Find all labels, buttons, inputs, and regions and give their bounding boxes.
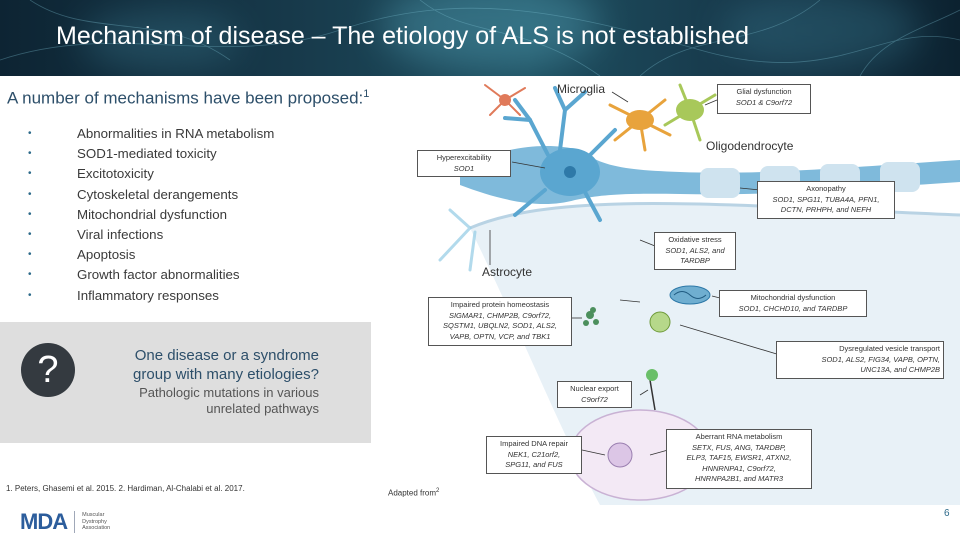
list-item: Viral infections bbox=[28, 225, 274, 245]
slide-header: Mechanism of disease – The etiology of A… bbox=[0, 0, 960, 76]
box-genes: SOD1, SPG11, TUBA4A, PFN1, bbox=[772, 194, 880, 204]
microglia-cells bbox=[484, 84, 672, 152]
oligodendrocyte-label: Oligodendrocyte bbox=[706, 139, 794, 153]
adapted-text: Adapted from bbox=[388, 488, 437, 498]
logo-assoc-line: Muscular bbox=[82, 512, 105, 519]
box-genes: SQSTM1, UBQLN2, SOD1, ALS2, bbox=[443, 321, 557, 330]
mechanism-list: Abnormalities in RNA metabolism SOD1-med… bbox=[28, 124, 274, 306]
list-item: Mitochondrial dysfunction bbox=[28, 205, 274, 225]
question-subtext: Pathologic mutations in various unrelate… bbox=[139, 385, 319, 417]
transport-motor bbox=[646, 369, 658, 411]
list-item: Growth factor abnormalities bbox=[28, 265, 274, 285]
subtitle-text: A number of mechanisms have been propose… bbox=[7, 88, 364, 108]
question-subtext-line: Pathologic mutations in various bbox=[139, 385, 319, 400]
box-genes: SOD1, ALS2, and bbox=[665, 245, 725, 255]
page-number: 6 bbox=[944, 508, 950, 519]
oligodendrocyte-cells bbox=[663, 83, 717, 142]
logo-assoc-line: Association bbox=[82, 525, 111, 532]
mitochondrial-dysfunction-box: Mitochondrial dysfunction SOD1, CHCHD10,… bbox=[719, 290, 867, 317]
logo-association: Muscular Dystrophy Association bbox=[82, 512, 110, 532]
subtitle-footnote: 1 bbox=[363, 88, 370, 100]
box-title: Oxidative stress bbox=[668, 235, 722, 244]
box-genes: SIGMAR1, CHMP2B, C9orf72, bbox=[448, 310, 552, 320]
mda-logo: MDA Muscular Dystrophy Association bbox=[20, 509, 110, 535]
box-title: Impaired DNA repair bbox=[500, 439, 568, 448]
box-genes: DCTN, PRHPH, and NEFH bbox=[780, 205, 872, 214]
hyperexcitability-box: Hyperexcitability SOD1 bbox=[417, 150, 511, 177]
header-glow bbox=[720, 0, 920, 70]
rna-metabolism-box: Aberrant RNA metabolism SETX, FUS, ANG, … bbox=[666, 429, 812, 489]
adapted-footnote: 2 bbox=[436, 488, 440, 494]
vesicle-transport-box: Dysregulated vesicle transport SOD1, ALS… bbox=[776, 341, 944, 379]
subtitle: A number of mechanisms have been propose… bbox=[7, 88, 369, 109]
dna-damage-site bbox=[607, 442, 633, 468]
box-title: Glial dysfunction bbox=[736, 87, 792, 96]
vesicle bbox=[649, 311, 671, 333]
question-heading-line: group with many etiologies? bbox=[133, 366, 319, 383]
question-mark-icon: ? bbox=[21, 343, 75, 397]
logo-wordmark: MDA bbox=[20, 509, 68, 534]
logo-divider bbox=[74, 511, 76, 533]
logo-assoc-line: Dystrophy bbox=[82, 518, 107, 525]
box-title: Mitochondrial dysfunction bbox=[750, 293, 836, 302]
box-genes: NEK1, C21orf2, bbox=[507, 449, 561, 459]
microglia-label: Microglia bbox=[557, 82, 606, 96]
protein-homeostasis-box: Impaired protein homeostasis SIGMAR1, CH… bbox=[428, 297, 572, 346]
box-genes: UNC13A, and CHMP2B bbox=[860, 365, 940, 374]
box-genes: SOD1, ALS2, FIG34, VAPB, OPTN, bbox=[821, 354, 940, 364]
list-item: Abnormalities in RNA metabolism bbox=[28, 124, 274, 144]
dna-repair-box: Impaired DNA repair NEK1, C21orf2, SPG11… bbox=[486, 436, 582, 474]
adapted-from: Adapted from2 bbox=[388, 488, 439, 498]
list-item: Inflammatory responses bbox=[28, 286, 274, 306]
protein-aggregate bbox=[583, 307, 599, 326]
oxidative-stress-box: Oxidative stress SOD1, ALS2, and TARDBP bbox=[654, 232, 736, 270]
question-subtext-line: unrelated pathways bbox=[206, 401, 319, 416]
references: 1. Peters, Ghasemi et al. 2015. 2. Hardi… bbox=[6, 484, 245, 493]
box-genes: HNNRNPA1, C9orf72, bbox=[702, 463, 776, 473]
neuron-network-texture bbox=[0, 0, 960, 76]
box-genes: SOD1 & C9orf72 bbox=[735, 97, 793, 107]
box-genes: HNRNPA2B1, and MATR3 bbox=[694, 474, 784, 483]
question-heading-line: One disease or a syndrome bbox=[134, 347, 319, 364]
header-glow bbox=[80, 10, 240, 70]
axonopathy-box: Axonopathy SOD1, SPG11, TUBA4A, PFN1, DC… bbox=[757, 181, 895, 219]
box-genes: C9orf72 bbox=[581, 394, 608, 404]
box-genes: VAPB, OPTN, VCP, and TBK1 bbox=[449, 331, 551, 341]
question-box: ? One disease or a syndrome group with m… bbox=[0, 322, 371, 443]
mitochondria bbox=[669, 285, 711, 305]
box-title: Hyperexcitability bbox=[436, 153, 492, 162]
box-genes: SPG11, and FUS bbox=[505, 460, 563, 469]
box-genes: ELP3, TAF15, EWSR1, ATXN2, bbox=[686, 453, 792, 462]
box-genes: SOD1 bbox=[453, 163, 475, 173]
box-title: Impaired protein homeostasis bbox=[450, 300, 550, 309]
list-item: Cytoskeletal derangements bbox=[28, 185, 274, 205]
header-glow bbox=[380, 0, 600, 70]
list-item: Apoptosis bbox=[28, 245, 274, 265]
box-title: Dysregulated vesicle transport bbox=[839, 344, 940, 353]
glial-dysfunction-box: Glial dysfunction SOD1 & C9orf72 bbox=[717, 84, 811, 114]
astrocyte-processes bbox=[438, 208, 477, 272]
astrocyte-label: Astrocyte bbox=[482, 265, 533, 279]
list-item: Excitotoxicity bbox=[28, 164, 274, 184]
nuclear-export-box: Nuclear export C9orf72 bbox=[557, 381, 632, 408]
box-title: Aberrant RNA metabolism bbox=[695, 432, 783, 441]
question-heading: One disease or a syndrome group with man… bbox=[133, 346, 319, 384]
list-item: SOD1-mediated toxicity bbox=[28, 144, 274, 164]
box-genes: SOD1, CHCHD10, and TARDBP bbox=[738, 303, 848, 313]
box-genes: TARDBP bbox=[680, 256, 710, 265]
box-title: Nuclear export bbox=[570, 384, 619, 393]
slide-title: Mechanism of disease – The etiology of A… bbox=[56, 22, 750, 50]
box-title: Axonopathy bbox=[806, 184, 846, 193]
box-genes: SETX, FUS, ANG, TARDBP, bbox=[691, 442, 787, 452]
